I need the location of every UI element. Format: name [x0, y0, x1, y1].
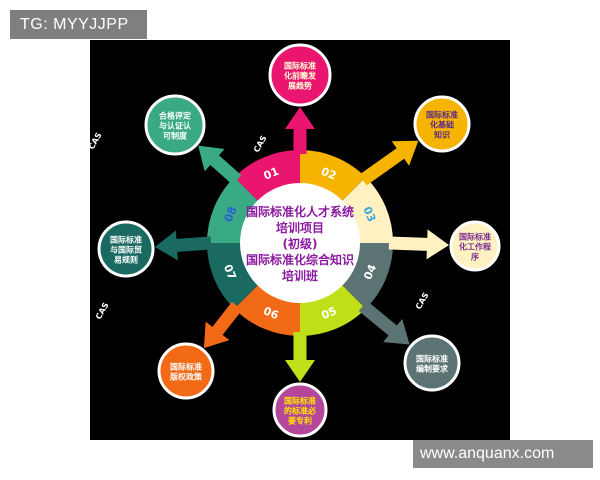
- arrow-05: [285, 332, 315, 382]
- center-title-line: 培训项目: [276, 220, 324, 235]
- topic-text-01: 国际标准: [284, 61, 316, 71]
- ring-segment-02: [300, 150, 366, 202]
- topic-text-04: 编制要求: [416, 364, 449, 374]
- topic-text-08: 与认证认: [159, 121, 192, 131]
- ring-segment-08: [207, 177, 259, 243]
- arrow-07: [154, 230, 212, 261]
- center-title-line: 培训班: [282, 268, 318, 283]
- segment-number-05: 05: [320, 304, 339, 322]
- top-tag: TG: MYYJJPP: [10, 10, 147, 39]
- topic-circles: 国际标准化前瞻发展趋势国际标准化基础知识国际标准化工作程序国际标准编制要求国际标…: [97, 43, 501, 438]
- cas-label: CAS: [252, 134, 269, 154]
- segment-number-04: 04: [361, 262, 379, 281]
- segment-number-08: 08: [222, 205, 240, 224]
- center-title-line: 国际标准化综合知识: [246, 252, 354, 267]
- topic-text-01: 展趋势: [287, 81, 312, 91]
- topic-circle-shape-08: [144, 94, 206, 156]
- topic-text-08: 合格评定: [158, 111, 191, 121]
- topic-text-02: 国际标准: [426, 110, 458, 120]
- arrow-shape-06: [203, 301, 243, 349]
- segment-number-07: 07: [221, 263, 239, 282]
- arrow-shape-08: [198, 145, 242, 185]
- ring-segment-05: [300, 284, 366, 336]
- cas-label: CAS: [94, 301, 111, 321]
- arrows: [154, 107, 450, 382]
- topic-text-05: 的标准必: [284, 406, 316, 416]
- topic-text-02: 知识: [434, 130, 450, 140]
- arrow-03: [388, 229, 450, 260]
- topic-text-03: 国际标准: [459, 232, 491, 242]
- ring-segment-06: [234, 284, 300, 336]
- cas-label: CAS: [90, 131, 104, 151]
- segment-number-02: 02: [319, 165, 338, 183]
- ring-segment-01: [234, 150, 300, 202]
- center-title-line: (初级): [283, 236, 318, 251]
- topic-text-02: 化基础: [430, 120, 454, 130]
- ring-segments: 01 02 03 04 05 06 07 08: [207, 150, 393, 336]
- ring-segment-04: [341, 243, 393, 309]
- topic-text-01: 化前瞻发: [284, 71, 317, 81]
- topic-circle-shape-01: [268, 43, 332, 107]
- topic-circle-shape-02: [413, 95, 471, 153]
- arrow-shape-07: [154, 230, 212, 261]
- arrow-04: [358, 300, 410, 345]
- arrow-shape-03: [388, 229, 450, 260]
- ring-segment-03: [341, 177, 393, 243]
- topic-circle-shape-06: [157, 342, 215, 400]
- topic-text-06: 国际标准: [170, 362, 202, 372]
- segment-number-01: 01: [262, 165, 281, 183]
- arrow-shape-02: [359, 140, 419, 186]
- arrow-shape-01: [285, 107, 315, 154]
- arrow-06: [203, 301, 243, 349]
- topic-text-03: 化工作程: [459, 242, 491, 252]
- topic-text-05: 国际标准: [284, 396, 316, 406]
- center-title-line: 国际标准化人才系统: [246, 204, 354, 219]
- topic-text-03: 序: [471, 252, 479, 262]
- arrow-01: [285, 107, 315, 154]
- arrow-08: [198, 145, 242, 185]
- arrow-shape-04: [358, 300, 410, 345]
- arrow-02: [359, 140, 419, 186]
- topic-text-07: 易规则: [114, 255, 138, 265]
- topic-text-07: 与国际贸: [110, 245, 142, 255]
- site-watermark: www.anquanx.com: [413, 440, 593, 468]
- topic-circle-shape-05: [272, 382, 328, 438]
- cas-label: CAS: [414, 291, 431, 311]
- topic-text-05: 要专利: [288, 416, 312, 426]
- topic-text-07: 国际标准: [110, 235, 142, 245]
- center-circle: [240, 183, 360, 303]
- topic-text-06: 版权政策: [169, 372, 203, 382]
- topic-text-04: 国际标准: [416, 354, 448, 364]
- topic-circle-shape-03: [449, 220, 501, 272]
- topic-text-08: 可制度: [163, 131, 188, 141]
- segment-number-03: 03: [360, 205, 378, 224]
- topic-circle-shape-04: [403, 334, 461, 392]
- segment-number-06: 06: [261, 304, 280, 322]
- ring-segment-07: [207, 243, 259, 309]
- topic-circle-shape-07: [97, 220, 155, 278]
- arrow-shape-05: [285, 332, 315, 382]
